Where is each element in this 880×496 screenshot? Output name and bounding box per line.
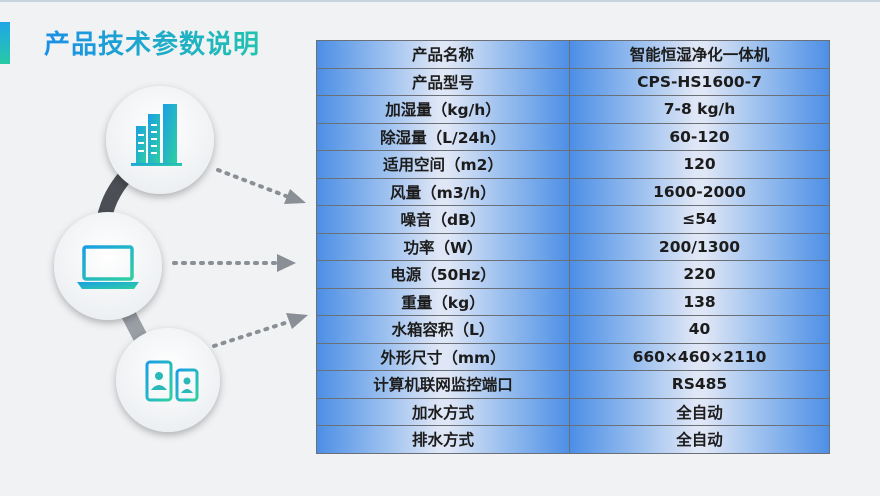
dotted-arrow-middle: [172, 254, 296, 272]
spec-row: 外形尺寸（mm）660×460×2110: [316, 342, 830, 371]
spec-value: 全自动: [569, 425, 830, 454]
spec-row: 加水方式全自动: [316, 397, 830, 426]
spec-row: 排水方式全自动: [316, 425, 830, 454]
top-divider: [0, 0, 880, 2]
spec-label: 外形尺寸（mm）: [316, 342, 570, 371]
spec-value: 40: [569, 315, 830, 344]
spec-row: 电源（50Hz）220: [316, 260, 830, 289]
spec-value: CPS-HS1600-7: [569, 67, 830, 96]
spec-label: 风量（m3/h）: [316, 177, 570, 206]
spec-label: 电源（50Hz）: [316, 260, 570, 289]
spec-label: 产品型号: [316, 67, 570, 96]
spec-row: 除湿量（L/24h）60-120: [316, 122, 830, 151]
spec-row: 适用空间（m2）120: [316, 150, 830, 179]
spec-row: 重量（kg）138: [316, 287, 830, 316]
page-title: 产品技术参数说明: [44, 24, 260, 61]
spec-label: 水箱容积（L）: [316, 315, 570, 344]
spec-value: 220: [569, 260, 830, 289]
spec-row: 产品名称智能恒湿净化一体机: [316, 40, 830, 69]
laptop-icon: [54, 212, 162, 320]
spec-label: 加湿量（kg/h）: [316, 95, 570, 124]
dotted-arrow-bottom: [212, 313, 308, 348]
spec-value: 200/1300: [569, 232, 830, 261]
dotted-arrow-top: [216, 168, 306, 204]
spec-row: 加湿量（kg/h）7-8 kg/h: [316, 95, 830, 124]
spec-value: 138: [569, 287, 830, 316]
spec-value: 全自动: [569, 397, 830, 426]
spec-value: 60-120: [569, 122, 830, 151]
spec-value: 660×460×2110: [569, 342, 830, 371]
building-icon: [106, 86, 214, 194]
mobile-devices-icon: [116, 328, 220, 432]
spec-label: 除湿量（L/24h）: [316, 122, 570, 151]
spec-label: 产品名称: [316, 40, 570, 69]
spec-value: 智能恒湿净化一体机: [569, 40, 830, 69]
spec-label: 计算机联网监控端口: [316, 370, 570, 399]
spec-value: RS485: [569, 370, 830, 399]
spec-label: 功率（W）: [316, 232, 570, 261]
spec-value: 120: [569, 150, 830, 179]
spec-row: 水箱容积（L）40: [316, 315, 830, 344]
spec-label: 噪音（dB）: [316, 205, 570, 234]
spec-label: 重量（kg）: [316, 287, 570, 316]
spec-row: 功率（W）200/1300: [316, 232, 830, 261]
spec-label: 适用空间（m2）: [316, 150, 570, 179]
spec-label: 加水方式: [316, 397, 570, 426]
spec-value: 7-8 kg/h: [569, 95, 830, 124]
spec-row: 风量（m3/h）1600-2000: [316, 177, 830, 206]
spec-label: 排水方式: [316, 425, 570, 454]
spec-value: 1600-2000: [569, 177, 830, 206]
spec-row: 噪音（dB）≤54: [316, 205, 830, 234]
spec-value: ≤54: [569, 205, 830, 234]
title-accent-bar: [0, 22, 10, 64]
